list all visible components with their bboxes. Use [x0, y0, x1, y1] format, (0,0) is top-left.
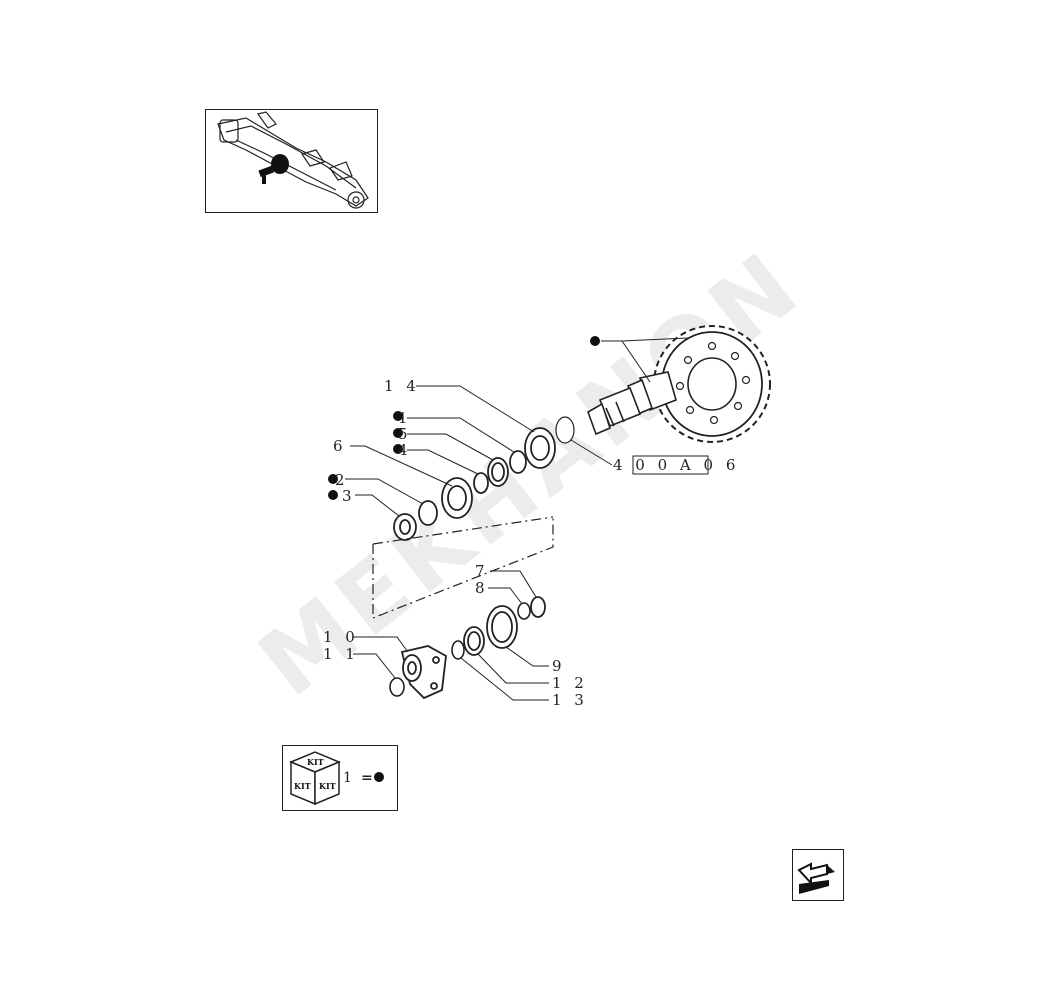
callout-5: 5 — [398, 425, 412, 443]
callout-3: 3 — [342, 487, 356, 505]
leader-lines — [345, 337, 689, 701]
next-page-button[interactable] — [792, 849, 844, 901]
callout-7: 7 — [475, 562, 489, 580]
callout-4: 4 — [398, 441, 412, 459]
ring-4 — [473, 472, 489, 494]
ring-7 — [530, 596, 546, 618]
spacer-5 — [487, 457, 509, 487]
callout-13: 1 3 — [552, 691, 588, 709]
pinion-shaft — [587, 371, 677, 436]
callout-10: 1 0 — [323, 628, 359, 646]
callout-8: 8 — [475, 579, 489, 597]
next-page-arrow-icon — [797, 862, 835, 894]
nut-3 — [393, 513, 417, 541]
ring-2 — [418, 500, 438, 526]
ring-1 — [509, 450, 527, 474]
assembly-bracket — [372, 516, 554, 619]
flange-10 — [400, 645, 447, 700]
kit-legend: KIT KIT KIT 1 = — [282, 745, 398, 811]
bearing-6 — [441, 477, 473, 519]
bearing-14 — [524, 427, 556, 469]
kit-label-top: KIT — [307, 757, 324, 767]
callout-2: 2 — [335, 471, 349, 489]
axle-thumbnail — [205, 109, 378, 213]
ring-12 — [463, 626, 485, 656]
callout-12: 1 2 — [552, 674, 588, 692]
reference-code-box — [632, 455, 709, 475]
ring-13 — [451, 640, 465, 660]
kit-number: 1 — [343, 770, 352, 786]
callout-14: 1 4 — [384, 377, 420, 395]
callout-9: 9 — [552, 657, 566, 675]
kit-dot-icon — [374, 772, 384, 782]
axle-thumbnail-icon — [217, 111, 369, 209]
crown-wheel-gear — [653, 325, 771, 443]
kit-label-right: KIT — [319, 781, 336, 791]
ring-8 — [517, 602, 531, 620]
callout-11: 1 1 — [323, 645, 359, 663]
ring-11 — [389, 677, 405, 697]
kit-equals: = — [361, 770, 373, 786]
callout-1: 1 — [398, 409, 412, 427]
shim-part — [555, 416, 575, 444]
kit-markers — [328, 336, 600, 500]
callout-6: 6 — [333, 437, 347, 455]
kit-label-left: KIT — [294, 781, 311, 791]
seal-9 — [486, 605, 518, 649]
kit-cube-icon: KIT KIT KIT 1 = — [289, 751, 384, 806]
reference-code: 4 0 0 A 0 6 — [613, 456, 739, 474]
